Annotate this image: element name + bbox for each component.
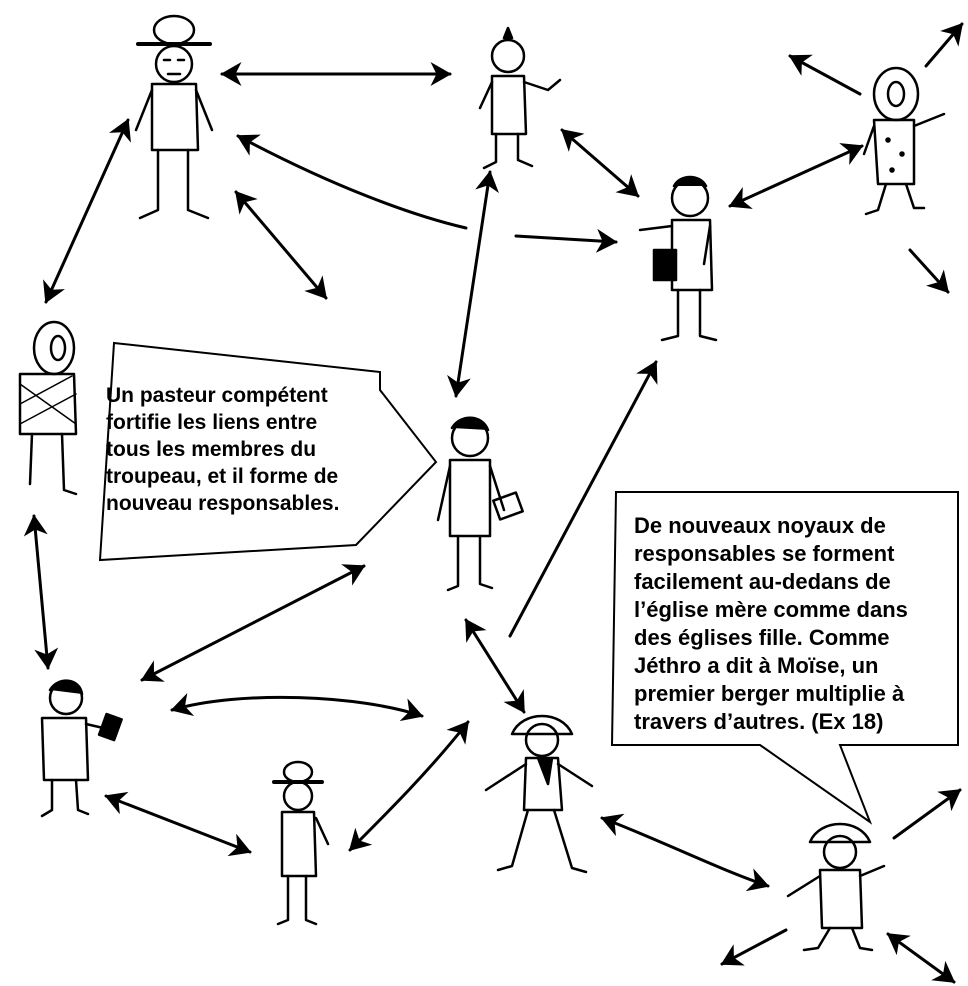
person-figure (134, 14, 214, 220)
arrow (348, 720, 470, 852)
arrow (600, 813, 770, 892)
arrow (788, 54, 862, 96)
person-figure (272, 760, 330, 926)
arrow (728, 143, 864, 209)
arrow (464, 618, 526, 714)
speech-bubble-left (98, 341, 438, 562)
person-figure (484, 714, 594, 874)
arrow (43, 118, 131, 304)
arrow (908, 248, 950, 294)
arrow (560, 128, 640, 198)
person-figure (862, 66, 946, 216)
speech-bubble-right (610, 491, 959, 825)
arrow (514, 228, 618, 253)
arrow (720, 928, 788, 966)
person-figure (436, 416, 524, 592)
arrow (234, 190, 328, 300)
person-figure (18, 320, 78, 496)
arrow (886, 932, 956, 984)
person-figure (786, 822, 886, 952)
arrow (892, 788, 962, 840)
arrow (924, 22, 964, 68)
arrow (170, 692, 424, 722)
arrow (23, 514, 59, 670)
arrow (140, 564, 366, 682)
person-figure (478, 26, 562, 170)
arrow (447, 170, 499, 398)
arrow (104, 791, 252, 857)
caption-left: Un pasteur compétent fortifie les liens … (106, 384, 340, 515)
caption-right: De nouveaux noyaux de responsables se fo… (634, 513, 908, 734)
person-figure (40, 679, 123, 818)
arrow (236, 134, 468, 230)
person-figure (638, 175, 718, 342)
arrow (508, 360, 658, 638)
